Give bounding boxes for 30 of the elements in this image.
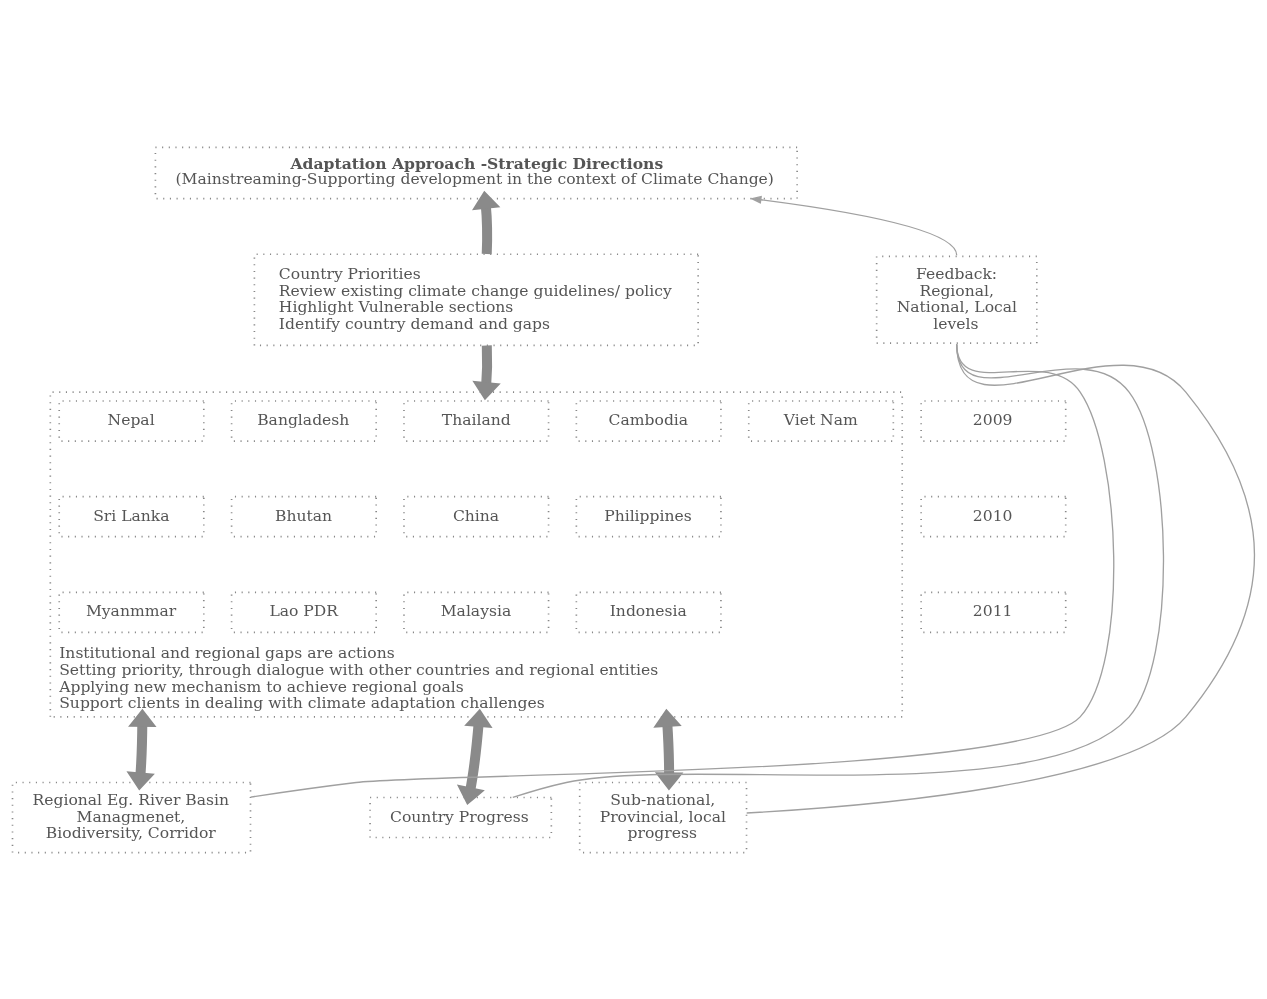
node-box: 2010 — [920, 495, 1067, 538]
node-box: Sri Lanka — [58, 495, 205, 538]
node-box: Lao PDR — [230, 590, 377, 633]
node-box: Bangladesh — [230, 399, 377, 442]
arrow — [472, 344, 501, 400]
node-box: Sub-national, Provincial, local progress — [578, 781, 748, 853]
node-box: Cambodia — [575, 399, 722, 442]
node-box: Malaysia — [403, 590, 550, 633]
node-box: 2009 — [920, 399, 1067, 442]
connector — [249, 343, 1115, 798]
node-box: China — [403, 495, 550, 538]
arrow — [126, 708, 157, 790]
node-box: Country Progress — [369, 796, 553, 838]
node-box: Indonesia — [575, 590, 722, 633]
node-box: Adaptation Approach -Strategic Directions (Mainstreaming-Supporting development in the context of Climate Change) — [154, 146, 798, 199]
node-box: Nepal — [58, 399, 205, 442]
node-box: Country Priorities Review existing climate change guidelines/ policy Highlight Vulnerable sections Identify country demand and gaps — [253, 252, 699, 346]
node-box: Regional Eg. River Basin Managmenet, Biodiversity, Corridor — [11, 781, 252, 853]
node-box: Philippines — [575, 495, 722, 538]
node-box: Myanmmar — [58, 590, 205, 633]
node-box: Bhutan — [230, 495, 377, 538]
arrow — [472, 190, 501, 254]
arrow — [653, 708, 684, 791]
node-box: 2011 — [920, 590, 1067, 633]
arrow — [456, 708, 493, 805]
node-box: Viet Nam — [747, 399, 895, 442]
node-box: Thailand — [403, 399, 550, 442]
connector — [746, 343, 1256, 814]
node-box: Feedback: Regional, National, Local levels — [875, 255, 1038, 344]
arrow — [749, 195, 958, 256]
